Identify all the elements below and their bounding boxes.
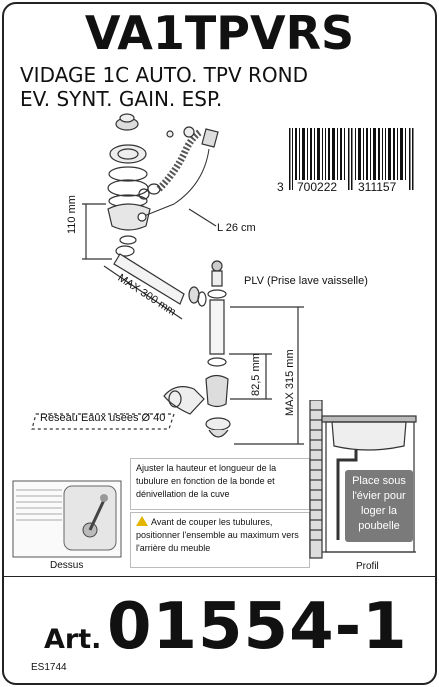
profile-view [309, 400, 417, 559]
top-view-caption: Dessus [50, 560, 84, 571]
barcode-bars [289, 128, 414, 190]
sink-grid [109, 144, 147, 164]
dim-82-label: 82,5 mm [250, 353, 262, 396]
max-315-label: MAX 315 mm [284, 349, 296, 416]
barcode-digits-group2: 311157 [356, 180, 399, 194]
warning-text: Avant de couper les tubulures, positionn… [136, 517, 299, 553]
bubble-line-2: l'évier pour [352, 490, 406, 502]
profile-view-caption: Profil [356, 561, 379, 572]
warning-note: Avant de couper les tubulures, positionn… [130, 512, 310, 568]
bubble-line-3: loger la [360, 505, 398, 517]
bubble-line-1: Place sous [352, 475, 406, 487]
plv-label: PLV (Prise lave vaisselle) [244, 275, 368, 287]
footer-divider [4, 576, 435, 577]
product-description-line2: EV. SYNT. GAIN. ESP. [20, 87, 223, 111]
reseau-label: Réseau Eaux usées Ø 40 [40, 412, 166, 424]
article-number: Art. 01554-1 [44, 590, 408, 664]
product-description-line1: VIDAGE 1C AUTO. TPV ROND [20, 63, 308, 87]
product-code: VA1TPVRS [84, 6, 355, 60]
cable-length-label: L 26 cm [217, 222, 256, 234]
adjust-note: Ajuster la hauteur et longueur de la tub… [130, 458, 310, 510]
dim-110-label: 110 mm [66, 195, 78, 234]
barcode-digits-group1: 700222 [295, 180, 340, 194]
batch-code: ES1744 [31, 662, 67, 673]
trash-placement-bubble: Place sous l'évier pour loger la poubell… [345, 470, 413, 542]
barcode-digit-first: 3 [275, 180, 286, 194]
article-prefix: Art. [44, 624, 102, 655]
bubble-line-4: poubelle [358, 520, 400, 532]
article-code: 01554-1 [106, 590, 408, 664]
warning-triangle-icon [136, 516, 148, 526]
assembly-drawing [31, 113, 304, 445]
sink-top-view [12, 480, 122, 558]
